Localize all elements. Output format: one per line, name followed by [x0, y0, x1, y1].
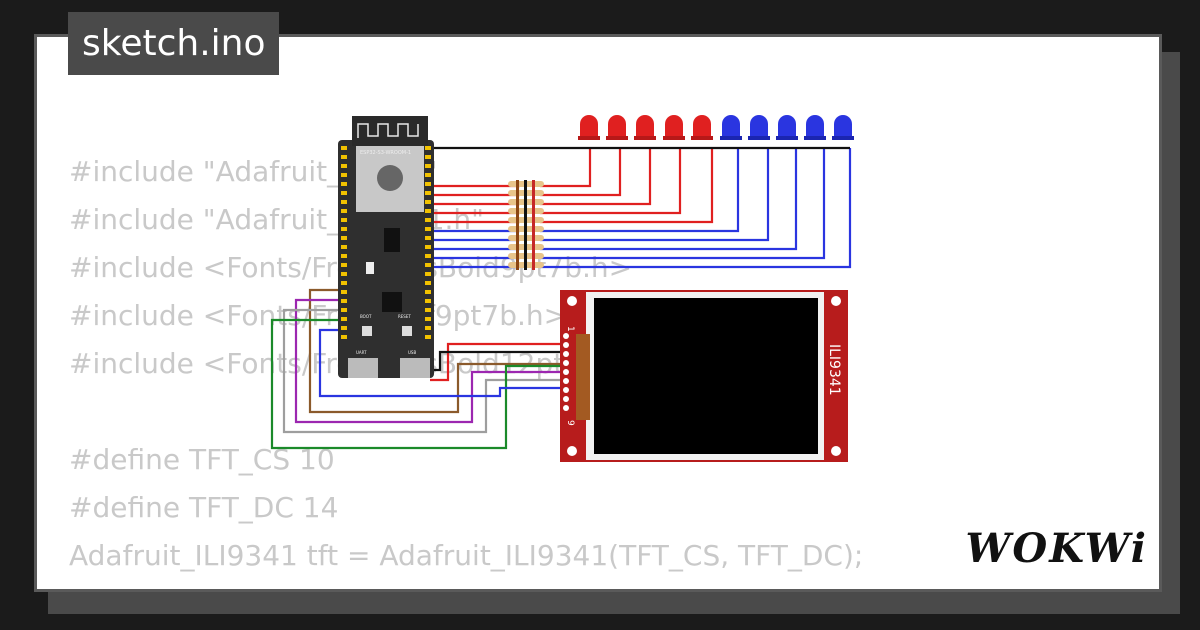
code-view: #include "Adafruit_GFX.h" #include "Adaf… — [69, 37, 863, 572]
wokwi-logo[interactable]: WOKWi — [965, 525, 1148, 572]
code-line: #include <Fonts/FreeSansBold12pt7b.h> — [69, 347, 650, 380]
code-line: Adafruit_ILI9341 tft = Adafruit_ILI9341(… — [69, 539, 864, 572]
code-line: #include "Adafruit_GFX.h" — [69, 155, 438, 188]
code-line: #include <Fonts/FreeSerif9pt7b.h> — [69, 299, 568, 332]
code-line: #include <Fonts/FreeSansBold9pt7b.h> — [69, 251, 633, 284]
code-line: #include "Adafruit_ILI9341.h" — [69, 203, 485, 236]
code-line: #define TFT_DC 14 — [69, 491, 339, 524]
file-name-tab[interactable]: sketch.ino — [68, 12, 280, 75]
code-line: #define TFT_CS 10 — [69, 443, 335, 476]
preview-card: #include "Adafruit_GFX.h" #include "Adaf… — [34, 34, 1162, 592]
